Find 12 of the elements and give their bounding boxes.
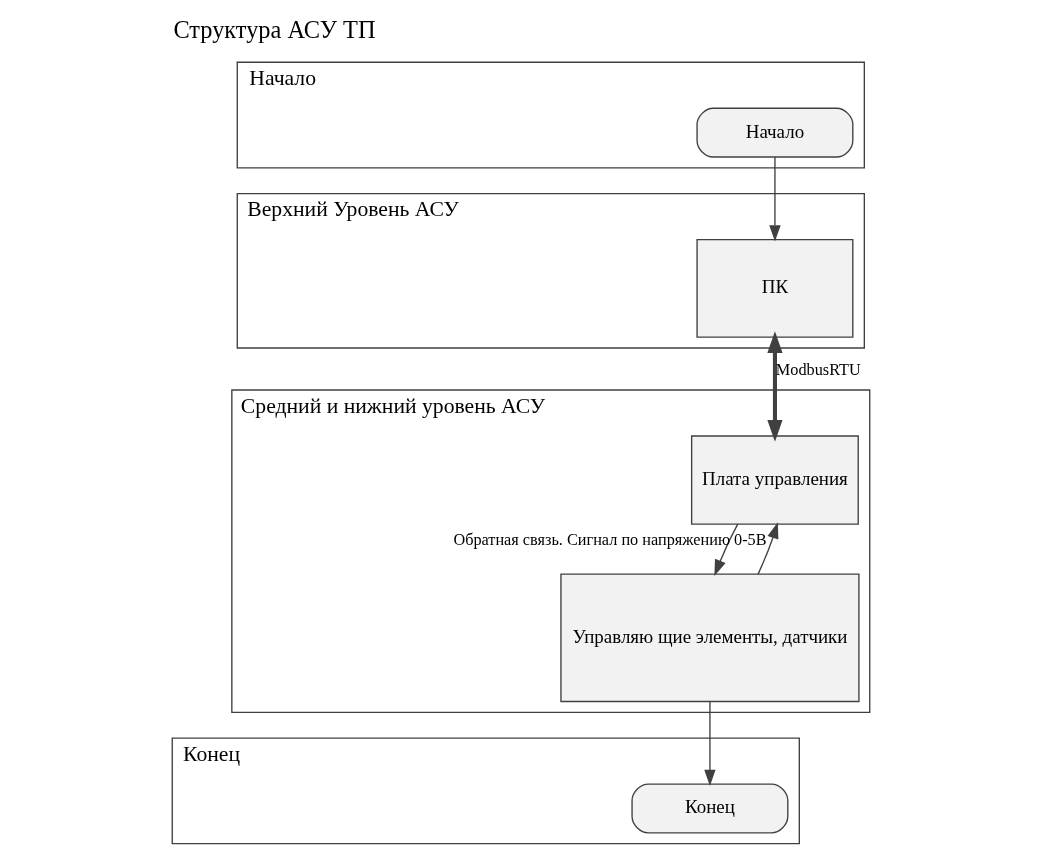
arrow — [713, 523, 738, 576]
arrow — [766, 331, 783, 442]
node-box: ПК — [695, 238, 853, 338]
arrow — [768, 156, 781, 242]
node-box: Начало — [695, 107, 853, 158]
node-box: Конец — [630, 783, 788, 834]
node-box: Плата управления — [690, 435, 859, 525]
edge-label: Обратная связь. Сигнал по напряжению 0-5В — [452, 531, 767, 550]
diagram-title: Структура АСУ ТП — [172, 16, 376, 44]
arrow — [756, 522, 778, 575]
arrow — [703, 701, 716, 786]
node-box: Управляю щие элементы, датчики — [559, 573, 860, 703]
